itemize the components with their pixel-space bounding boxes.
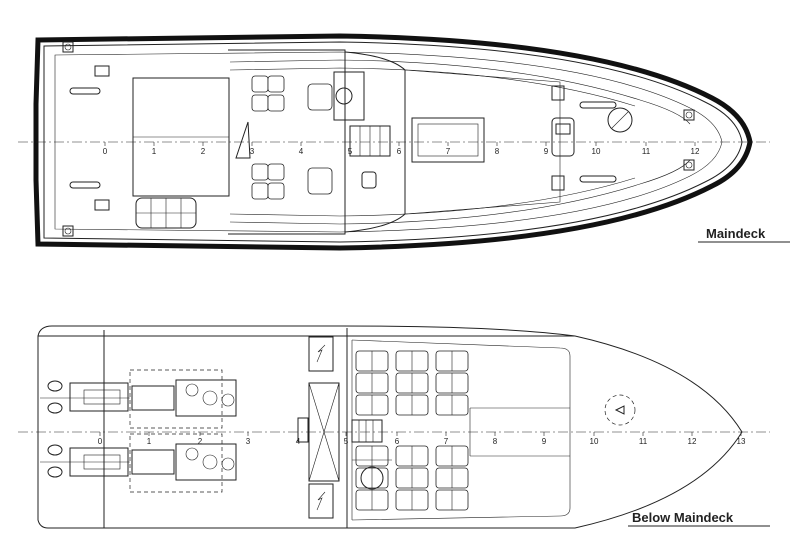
seat <box>267 182 285 200</box>
seat <box>267 75 285 93</box>
forward-hatch-below <box>604 394 636 426</box>
frame-number: 12 <box>688 437 697 446</box>
maindeck-stairs <box>349 125 391 157</box>
frame-number: 7 <box>444 437 449 446</box>
helm-chair <box>307 167 333 195</box>
frame-number: 10 <box>590 437 599 446</box>
forward-vent <box>551 85 565 101</box>
below-hull-outline <box>37 335 743 529</box>
below-maindeck-label: Below Maindeck <box>632 510 734 525</box>
seat <box>251 182 269 200</box>
frame-number: 6 <box>397 147 402 156</box>
frame-number: 8 <box>493 437 498 446</box>
fuel-tank <box>308 483 334 519</box>
fuel-tank <box>308 336 334 372</box>
frame-number: 1 <box>152 147 157 156</box>
maindeck-rail-starboard <box>229 159 691 225</box>
frame-number: 6 <box>395 437 400 446</box>
helm-console <box>333 71 365 121</box>
maindeck-rail-port-inner <box>229 67 636 107</box>
frame-number: 13 <box>737 437 746 446</box>
frame-number: 3 <box>246 437 251 446</box>
frame-number: 7 <box>446 147 451 156</box>
frame-number: 10 <box>592 147 601 156</box>
helm-chair <box>307 83 333 111</box>
below-hull-top <box>37 325 576 337</box>
frame-number: 11 <box>639 437 648 446</box>
maindeck-fender <box>33 33 753 251</box>
forward-box <box>551 117 575 157</box>
engine-port <box>47 369 237 429</box>
frame-number: 3 <box>250 147 255 156</box>
frame-number: 11 <box>642 147 651 156</box>
engine-starboard <box>47 433 237 493</box>
frame-number: 9 <box>544 147 549 156</box>
frame-number: 1 <box>147 437 152 446</box>
seat <box>267 94 285 112</box>
frame-number: 0 <box>98 437 103 446</box>
frame-number: 8 <box>495 147 500 156</box>
steering-wheel <box>335 87 353 105</box>
hatch-round <box>360 466 384 490</box>
anchor-winch <box>607 107 633 133</box>
aft-bollards <box>62 41 110 237</box>
wheelhouse <box>228 49 561 235</box>
central-tank <box>308 382 340 482</box>
frame-number: 12 <box>691 147 700 156</box>
seat <box>267 163 285 181</box>
frame-number: 0 <box>103 147 108 156</box>
maindeck-rail-port <box>229 59 691 125</box>
maindeck-label: Maindeck <box>706 226 766 241</box>
maindeck-rail-starboard-inner <box>229 177 636 217</box>
frame-number: 2 <box>201 147 206 156</box>
deck-chair <box>361 171 377 189</box>
seat <box>251 75 269 93</box>
frame-number: 2 <box>198 437 203 446</box>
frame-number: 5 <box>344 437 349 446</box>
liferaft <box>135 197 197 229</box>
frame-number: 9 <box>542 437 547 446</box>
below-stairs <box>351 419 383 443</box>
frame-number: 5 <box>348 147 353 156</box>
forward-vent <box>551 175 565 191</box>
cabin-seating <box>355 350 469 511</box>
windscreen-frame <box>235 121 251 159</box>
seat <box>251 94 269 112</box>
frame-number: 4 <box>299 147 304 156</box>
frame-number: 4 <box>296 437 301 446</box>
seat <box>251 163 269 181</box>
forward-hatch <box>411 117 485 163</box>
